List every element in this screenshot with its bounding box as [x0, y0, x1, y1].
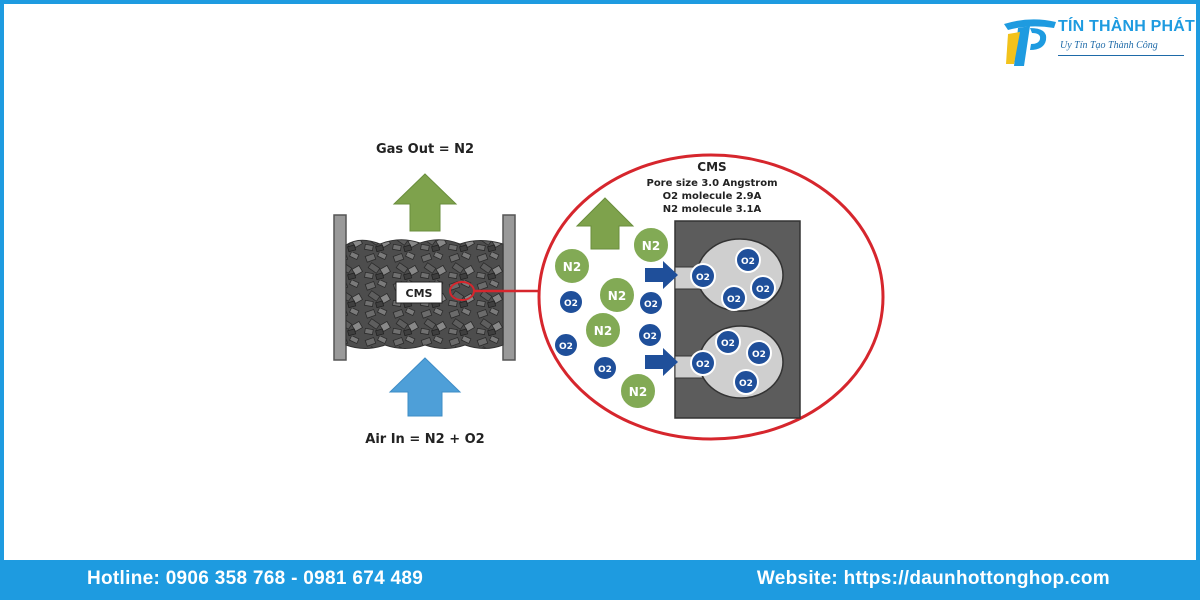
zoom-line-n2: N2 molecule 3.1A — [663, 204, 762, 215]
svg-text:O2: O2 — [752, 350, 766, 360]
svg-text:N2: N2 — [642, 239, 660, 253]
o2-molecule: O2 — [735, 247, 761, 273]
o2-molecule: O2 — [553, 332, 579, 358]
cms-bed-label: CMS — [406, 287, 433, 300]
svg-text:O2: O2 — [696, 360, 710, 370]
brand-logo[interactable]: TÍN THÀNH PHÁT Uy Tín Tạo Thành Công — [1000, 14, 1195, 70]
svg-text:N2: N2 — [608, 289, 626, 303]
brand-slogan: Uy Tín Tạo Thành Công — [1060, 40, 1158, 51]
zoom-line-o2: O2 molecule 2.9A — [663, 191, 762, 202]
svg-text:O2: O2 — [741, 257, 755, 267]
o2-molecule: O2 — [637, 322, 663, 348]
hotline-link[interactable]: Hotline: 0906 358 768 - 0981 674 489 — [87, 568, 424, 589]
o2-molecule: O2 — [690, 350, 716, 376]
pore-entry-arrow-lower-icon — [645, 348, 678, 376]
pore-entry-arrow-upper-icon — [645, 261, 678, 289]
n2-molecule: N2 — [598, 276, 636, 314]
n2-molecule: N2 — [619, 372, 657, 410]
zoom-n2-out-arrow-icon — [575, 197, 635, 250]
svg-text:O2: O2 — [739, 379, 753, 389]
air-in-arrow-icon — [388, 357, 462, 417]
svg-text:O2: O2 — [643, 332, 657, 342]
footer-bar: Hotline: 0906 358 768 - 0981 674 489 Web… — [0, 560, 1200, 600]
zoom-line-pore: Pore size 3.0 Angstrom — [646, 178, 777, 189]
n2-molecule: N2 — [553, 247, 591, 285]
svg-text:O2: O2 — [721, 339, 735, 349]
svg-text:O2: O2 — [727, 295, 741, 305]
brand-name: TÍN THÀNH PHÁT — [1058, 18, 1196, 35]
svg-text:N2: N2 — [629, 385, 647, 399]
o2-molecule: O2 — [721, 285, 747, 311]
svg-text:N2: N2 — [594, 324, 612, 338]
column-right-flange — [502, 214, 516, 361]
o2-molecule: O2 — [638, 290, 664, 316]
svg-text:O2: O2 — [696, 273, 710, 283]
svg-text:O2: O2 — [644, 300, 658, 310]
cms-bed-label-box — [395, 281, 443, 304]
n2-molecule: N2 — [584, 311, 622, 349]
air-in-label: Air In = N2 + O2 — [365, 432, 484, 447]
logo-mark-icon — [1004, 19, 1056, 66]
svg-text:O2: O2 — [756, 285, 770, 295]
o2-molecule: O2 — [746, 340, 772, 366]
o2-molecule: O2 — [690, 263, 716, 289]
o2-molecule: O2 — [750, 275, 776, 301]
gas-out-label: Gas Out = N2 — [376, 142, 474, 157]
o2-molecule: O2 — [733, 369, 759, 395]
o2-molecules: O2 O2 O2 O2 O2 — [553, 289, 664, 381]
o2-molecule: O2 — [558, 289, 584, 315]
o2-molecule: O2 — [715, 329, 741, 355]
zoom-title: CMS — [697, 160, 726, 174]
n2-molecule: N2 — [632, 226, 670, 264]
svg-text:N2: N2 — [563, 260, 581, 274]
cms-diagram: Gas Out = N2 CMS Air In = N2 + O2 CMS Po… — [333, 142, 885, 447]
website-link[interactable]: Website: https://daunhottonghop.com — [756, 568, 1110, 589]
n2-molecules: N2 N2 N2 N2 N2 — [553, 226, 670, 410]
o2-molecule: O2 — [592, 355, 618, 381]
svg-text:O2: O2 — [598, 365, 612, 375]
svg-text:O2: O2 — [559, 342, 573, 352]
o2-adsorbed-molecules: O2 O2 O2 O2 O2 O2 O2 O2 — [690, 247, 776, 395]
slogan-underline — [1058, 55, 1184, 56]
gas-out-arrow-icon — [392, 173, 458, 232]
svg-text:O2: O2 — [564, 299, 578, 309]
column-left-flange — [333, 214, 347, 361]
